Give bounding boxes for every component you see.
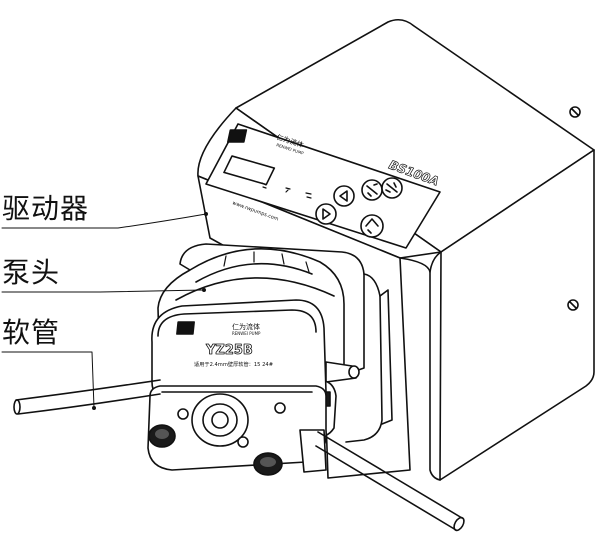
button-start-stop[interactable]: [360, 214, 384, 238]
cover-model: YZ25B: [205, 343, 253, 358]
label-driver: 驱动器: [2, 192, 90, 225]
cover-label: 仁为流体 RENWEI PUMP YZ25B 适用于2.4mm壁厚软管：15 2…: [176, 321, 273, 368]
screw-top: [569, 106, 581, 118]
latch-knob[interactable]: [325, 361, 360, 383]
clamp-knob-right[interactable]: [253, 452, 283, 476]
tube-clamp: [147, 385, 327, 476]
label-pump-head: 泵头: [2, 256, 61, 289]
leader-lines: [1, 212, 208, 410]
bolt-hole-left: [177, 408, 189, 420]
button-left[interactable]: [333, 185, 355, 207]
button-speed-up[interactable]: [361, 179, 383, 201]
cover-note: 适用于2.4mm壁厚软管：15 24#: [194, 360, 273, 368]
bolt-hole-right: [274, 402, 286, 414]
tubing: [13, 379, 465, 532]
button-speed-down[interactable]: [381, 177, 403, 199]
center-port: [191, 393, 249, 447]
indicator-icons: [261, 182, 312, 199]
screw-bottom: [567, 299, 579, 311]
button-right[interactable]: [315, 203, 337, 225]
bolt-hole-bottom: [237, 436, 249, 448]
label-tubing: 软管: [2, 316, 61, 349]
cover-brand-cn: 仁为流体: [232, 322, 260, 331]
cover-brand-en: RENWEI PUMP: [232, 331, 261, 336]
pump-head-front-cover: 仁为流体 RENWEI PUMP YZ25B 适用于2.4mm壁厚软管：15 2…: [151, 299, 327, 401]
clamp-knob-left[interactable]: [148, 424, 176, 448]
digital-display: [223, 155, 276, 186]
